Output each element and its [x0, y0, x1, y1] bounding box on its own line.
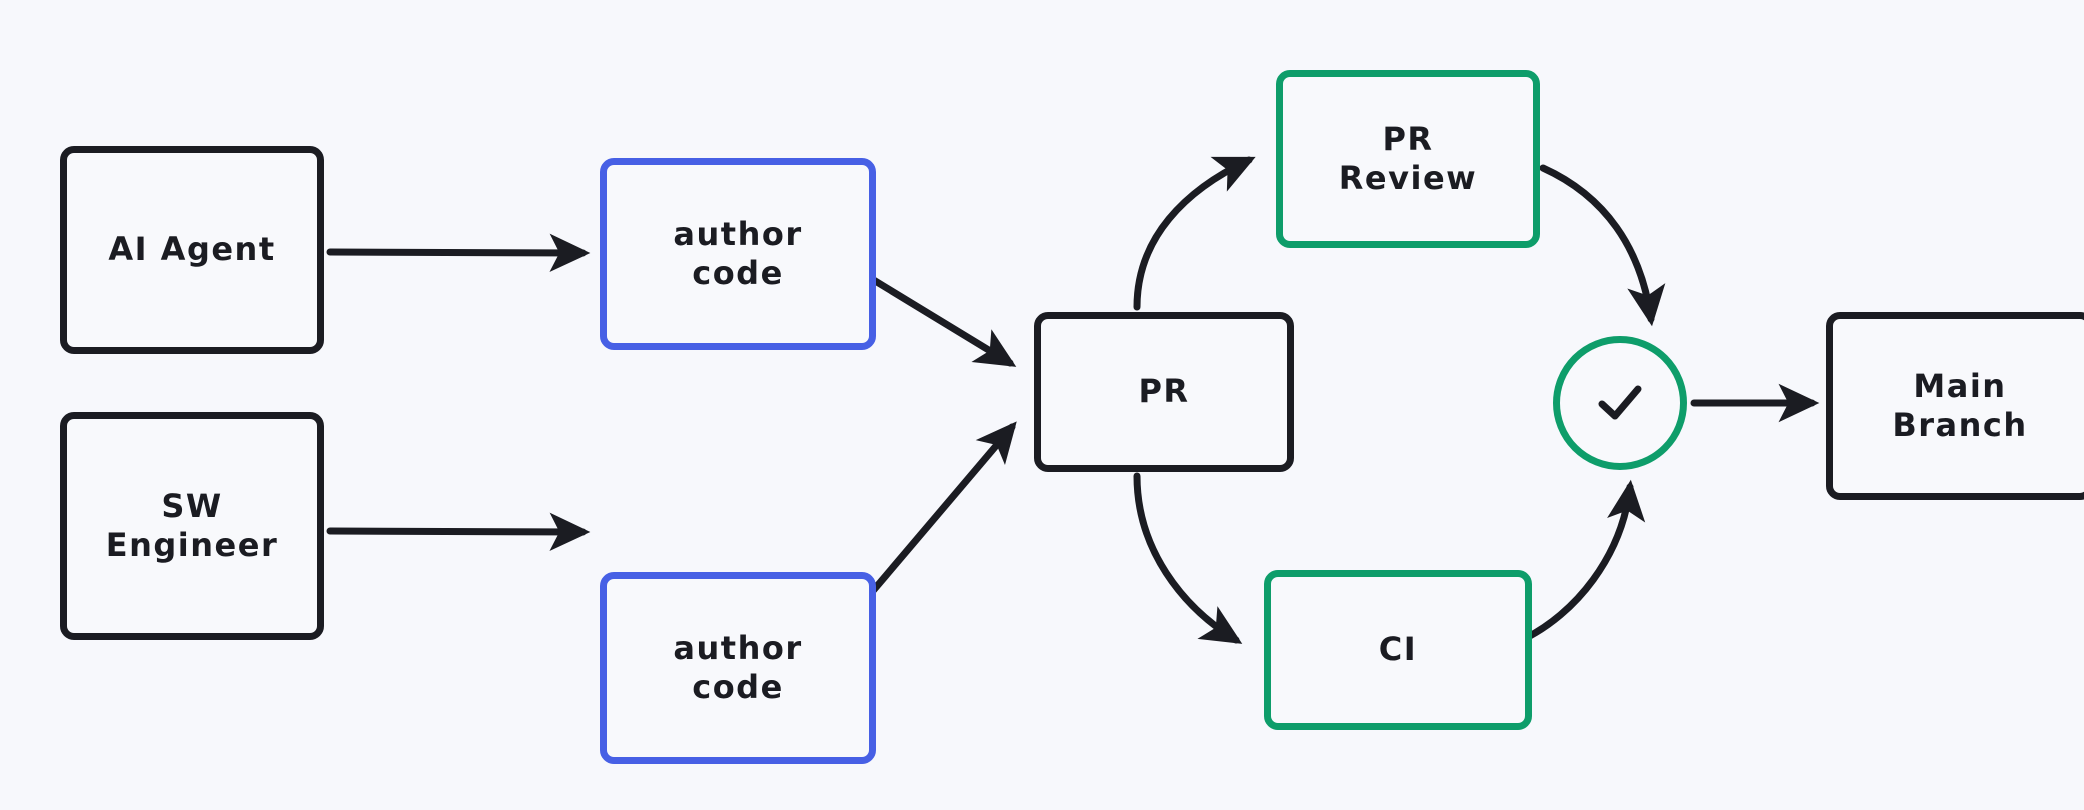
node-ai-agent-label: AI Agent: [108, 230, 276, 269]
edge-sw-engineer-to-author-code: [326, 512, 591, 552]
node-pr-review-label: PR Review: [1338, 119, 1478, 197]
edge-pr-review-to-check: [1539, 164, 1666, 327]
edge-ai-agent-to-author-code: [326, 233, 591, 273]
node-author-code-top-label: author code: [673, 214, 803, 292]
node-author-code-bottom-label: author code: [673, 628, 803, 706]
edge-pr-to-ci: [1133, 472, 1243, 644]
check-icon: [1598, 385, 1642, 420]
node-pr-review[interactable]: PR Review: [1276, 70, 1540, 248]
node-ai-agent[interactable]: AI Agent: [60, 146, 324, 354]
node-pr[interactable]: PR: [1034, 312, 1294, 472]
edge-author-code-bottom-to-pr: [868, 421, 1017, 596]
check-status-node[interactable]: [1553, 336, 1687, 470]
node-ci-label: CI: [1378, 630, 1418, 669]
node-pr-label: PR: [1138, 372, 1190, 411]
node-main-branch[interactable]: Main Branch: [1826, 312, 2084, 500]
node-sw-engineer[interactable]: SW Engineer: [60, 412, 324, 640]
node-author-code-bottom[interactable]: author code: [600, 572, 876, 764]
node-author-code-top[interactable]: author code: [600, 158, 876, 350]
edge-author-code-top-to-pr: [868, 275, 1017, 367]
node-ci[interactable]: CI: [1264, 570, 1532, 730]
node-sw-engineer-label: SW Engineer: [105, 486, 279, 564]
edge-ci-to-check: [1518, 479, 1646, 644]
edge-pr-to-pr-review: [1133, 156, 1256, 311]
node-main-branch-label: Main Branch: [1892, 366, 2028, 444]
